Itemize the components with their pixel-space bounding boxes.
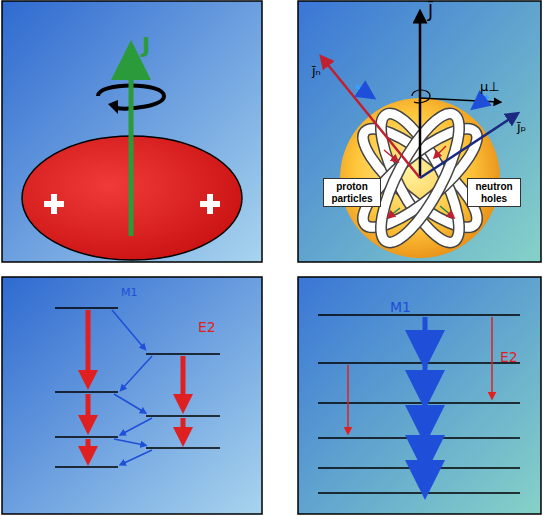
label-box: neutron holes: [467, 178, 521, 207]
e2-transition: [348, 317, 492, 431]
vector-label: J: [142, 34, 150, 58]
vector-label: j̄ₚ: [517, 120, 526, 134]
m1-transition: [423, 317, 428, 480]
panel: [298, 1, 541, 262]
rotation-arrow: [108, 100, 118, 114]
transition-label: E2: [198, 320, 216, 335]
vector-label: μ⊥: [480, 80, 500, 94]
angular-momentum-vector: [129, 60, 134, 236]
vector-label: j̄ₙ: [312, 64, 321, 78]
energy-level: [318, 315, 520, 493]
box-text: proton particles: [327, 181, 377, 204]
m1-transition: [112, 310, 152, 464]
proton-vector: [420, 116, 514, 178]
vector-label: J̄: [428, 2, 433, 21]
panel: [2, 1, 262, 262]
neutron-vector: [324, 60, 420, 178]
label-box: proton particles: [323, 178, 381, 207]
rotation-arrow: [412, 90, 430, 103]
energy-level: [55, 308, 220, 467]
total-angular-momentum: [419, 16, 422, 178]
transition-label: M1: [390, 300, 411, 315]
panel: [2, 277, 262, 514]
transition-label: E2: [500, 350, 518, 365]
box-text: neutron holes: [471, 181, 517, 204]
transition-label: M1: [121, 287, 138, 299]
closing-arrow: [356, 86, 368, 94]
current-arrow: [384, 146, 452, 216]
panel: [298, 277, 541, 514]
e2-transition: [88, 310, 183, 456]
closing-arrow: [478, 96, 488, 104]
